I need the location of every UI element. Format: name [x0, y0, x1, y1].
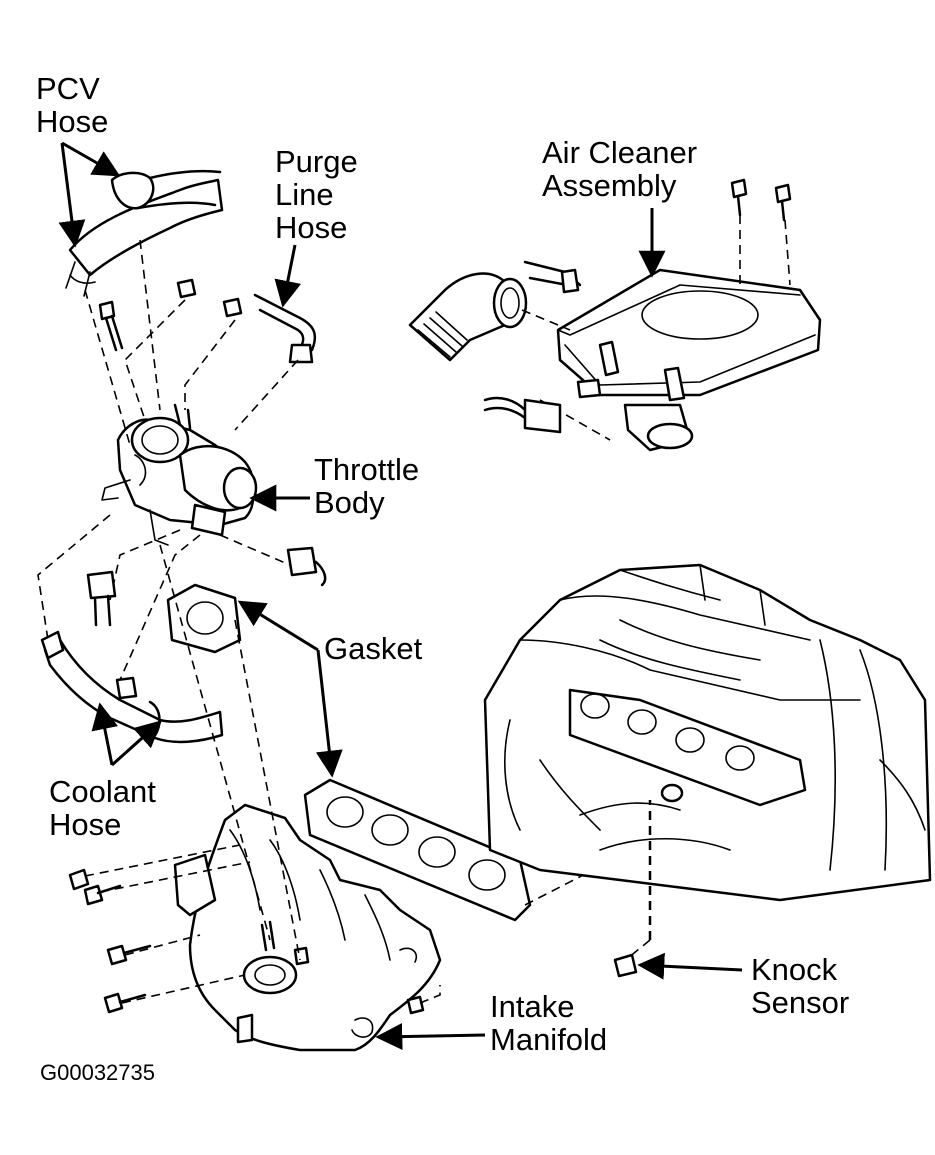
throttle-body-label-line1: Throttle	[314, 452, 420, 487]
air-flow-sensor-cable	[483, 396, 562, 434]
air-cleaner-bolts	[521, 178, 792, 441]
throttle-connectors	[86, 546, 327, 627]
intake-manifold-label: Intake Manifold	[490, 990, 607, 1056]
air-cleaner-label-line1: Air Cleaner	[542, 135, 698, 170]
intake-manifold-label-line2: Manifold	[490, 1022, 608, 1057]
throttle-leader-lines	[37, 239, 299, 681]
air-intake-duct	[408, 272, 528, 362]
gasket-label: Gasket	[324, 632, 422, 665]
coolant-hose-label-line2: Hose	[49, 807, 122, 842]
knock-sensor-label: Knock Sensor	[751, 953, 849, 1019]
gasket-label-line1: Gasket	[324, 631, 423, 666]
intake-manifold-label-line1: Intake	[490, 989, 575, 1024]
figure-code: G00032735	[40, 1060, 155, 1085]
coolant-hose-label: Coolant Hose	[49, 775, 156, 841]
coolant-hose-label-line1: Coolant	[49, 774, 156, 809]
engine-block-part	[483, 563, 932, 902]
pcv-hose-label-line2: Hose	[36, 104, 109, 139]
knock-sensor-label-line2: Sensor	[751, 985, 850, 1020]
manifold-gasket-part	[303, 778, 532, 922]
throttle-bolts	[98, 278, 243, 352]
callout-arrows	[58, 141, 743, 1051]
air-cleaner-part	[523, 260, 822, 452]
knock-sensor-part	[613, 800, 652, 978]
intake-manifold-part	[173, 803, 442, 1052]
purge-line-hose-label-line3: Hose	[275, 210, 348, 245]
purge-line-hose-label: Purge Line Hose	[275, 145, 358, 244]
pcv-hose-label: PCV Hose	[36, 72, 108, 138]
pcv-hose-part	[65, 170, 224, 297]
throttle-body-label: Throttle Body	[314, 453, 419, 519]
throttle-gasket-part	[166, 583, 242, 654]
pcv-hose-label-line1: PCV	[36, 71, 100, 106]
air-cleaner-assembly-label: Air Cleaner Assembly	[542, 136, 697, 202]
coolant-hose-part	[40, 630, 224, 744]
purge-line-hose-label-line1: Purge	[275, 144, 358, 179]
purge-line-hose-part	[253, 293, 317, 364]
air-cleaner-label-line2: Assembly	[542, 168, 677, 203]
purge-line-hose-label-line2: Line	[275, 177, 334, 212]
throttle-body-label-line2: Body	[314, 485, 385, 520]
knock-sensor-label-line1: Knock	[751, 952, 838, 987]
